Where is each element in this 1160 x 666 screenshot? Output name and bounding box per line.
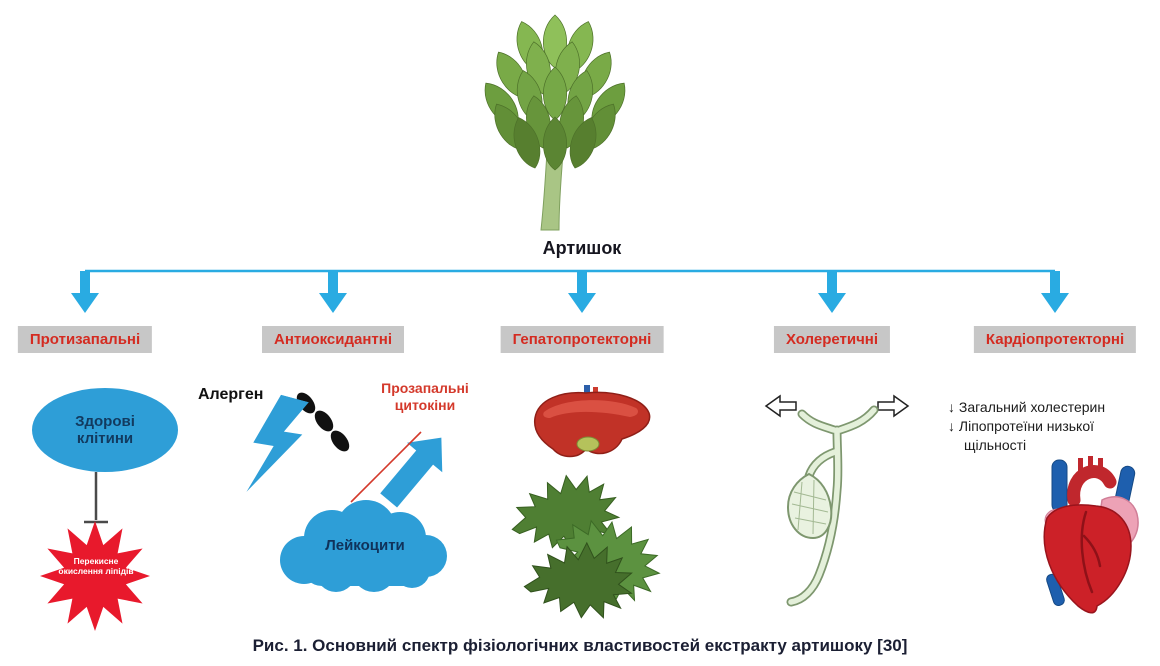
lipid-peroxidation-burst-icon (40, 521, 150, 631)
artichoke-icon (475, 14, 635, 231)
effect-total-cholesterol: ↓ Загальний холестерин (948, 399, 1106, 415)
lightning-icon (246, 394, 309, 492)
branch-cardioprotective: Кардіопротекторні (973, 326, 1137, 353)
branch-choleretic: Холеретичні (773, 326, 891, 353)
allergen-label: Алерген (198, 386, 264, 403)
cytokines-label: Прозапальні цитокіни (381, 380, 469, 413)
branch-hepatoprotective: Гепатопротекторні (500, 326, 664, 353)
effect-ldl: ↓ Ліпопротеїни низької щільності (948, 417, 1094, 453)
figure-caption: Рис. 1. Основний спектр фізіологічних вл… (252, 636, 908, 655)
artichoke-title: Артишок (542, 238, 622, 258)
liver-icon (533, 385, 651, 458)
branch-anti-inflammatory: Протизапальні (17, 326, 153, 353)
inhibit-red-line-icon (350, 431, 422, 503)
artichoke-leaves-icon (501, 464, 670, 625)
healthy-cells-ellipse: Здорові клітини (32, 388, 178, 472)
leukocytes-label: Лейкоцити (325, 537, 405, 554)
inhibition-line-icon (84, 472, 108, 524)
branch-connector-arrows (71, 269, 1069, 313)
leukocytes-cloud-icon (280, 500, 447, 592)
healthy-cells-label: Здорові клітини (75, 412, 135, 447)
branch-antioxidant: Антиоксидантні (262, 326, 404, 353)
lipid-peroxidation-label: Перекисне окислення ліпідів (58, 556, 134, 577)
cholesterol-effects: ↓ Загальний холестерин ↓ Ліпопротеїни ни… (948, 398, 1138, 455)
bile-duct-icon (764, 394, 910, 607)
up-arrow-icon (380, 437, 443, 508)
heart-icon (1043, 456, 1139, 614)
